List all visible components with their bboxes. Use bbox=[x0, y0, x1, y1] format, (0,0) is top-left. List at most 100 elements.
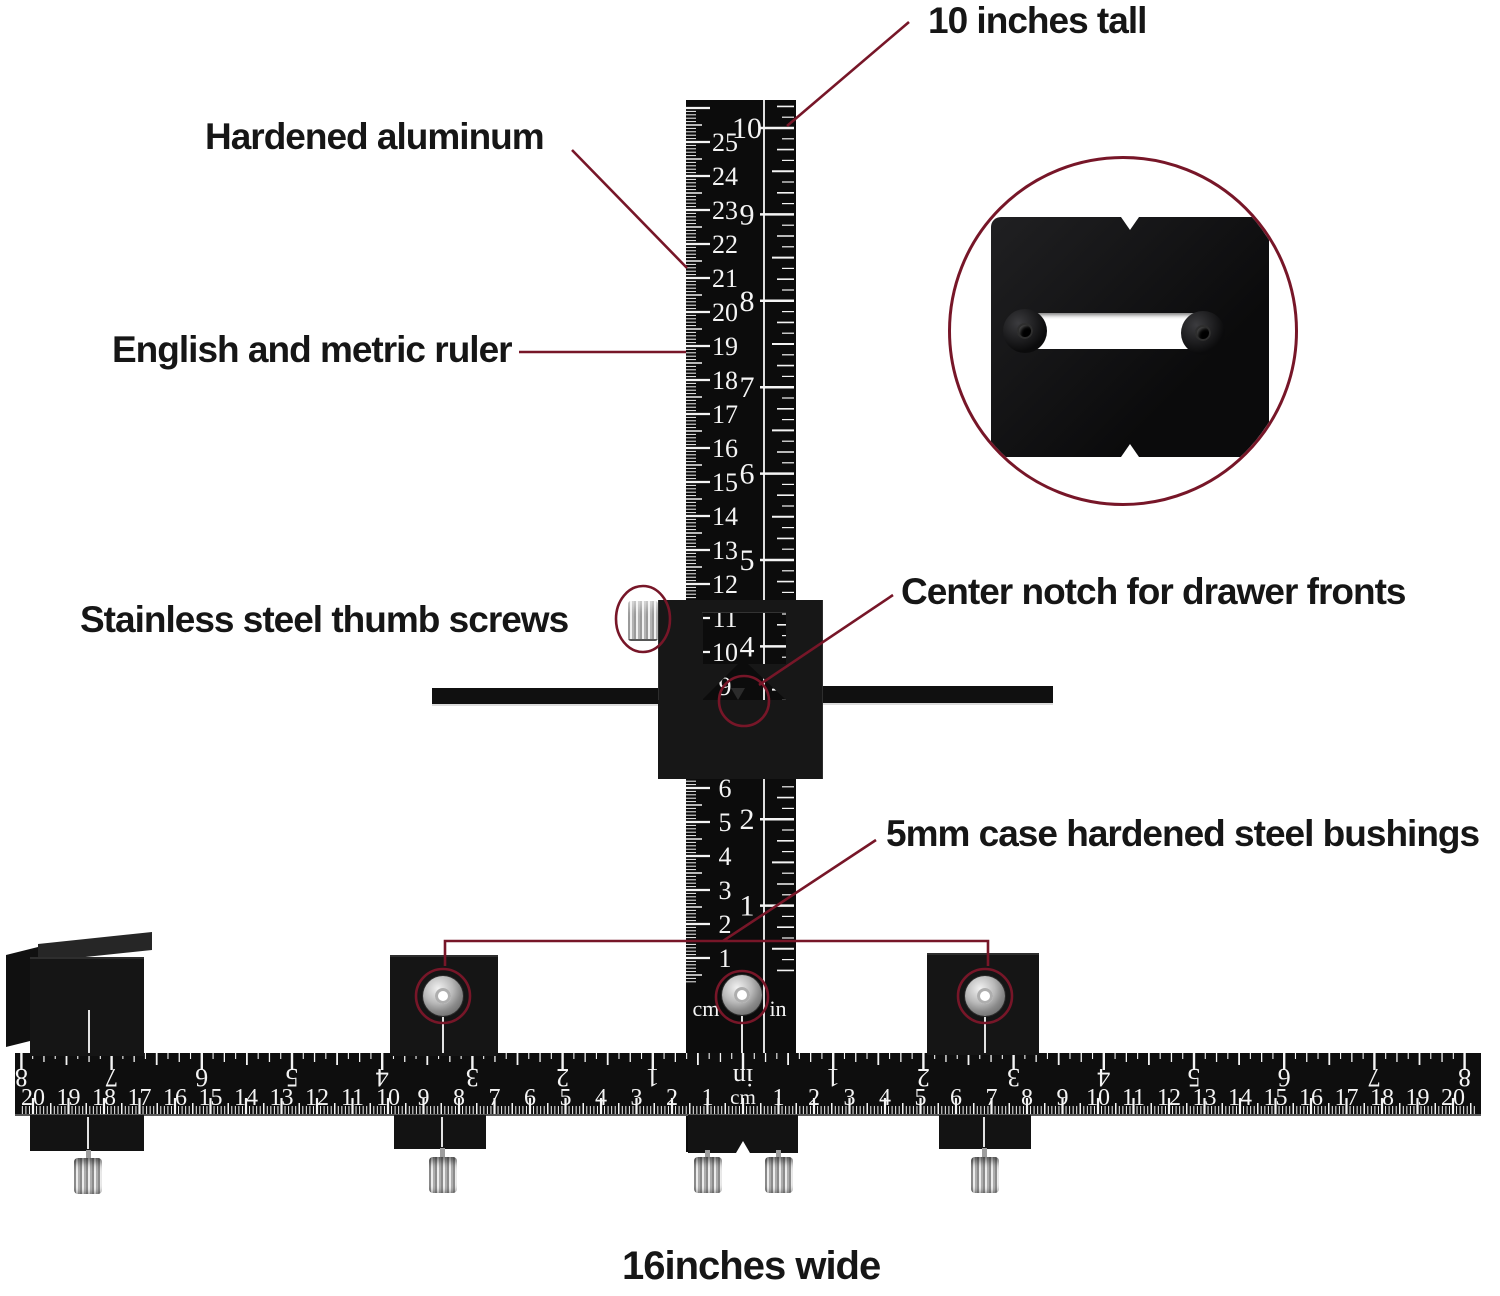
leader-material bbox=[571, 149, 688, 269]
index-line bbox=[88, 1010, 90, 1053]
svg-text:6: 6 bbox=[195, 1063, 208, 1092]
screw-stem bbox=[440, 1148, 445, 1157]
index-line bbox=[741, 1016, 743, 1053]
svg-text:2: 2 bbox=[719, 910, 732, 939]
screw-stem bbox=[705, 1150, 710, 1159]
svg-text:9: 9 bbox=[740, 198, 755, 231]
svg-text:1: 1 bbox=[827, 1063, 840, 1092]
detail-inset-circle bbox=[948, 156, 1298, 506]
svg-text:1: 1 bbox=[719, 944, 732, 973]
svg-text:8: 8 bbox=[740, 285, 755, 318]
svg-text:4: 4 bbox=[719, 842, 732, 871]
label-bushings: 5mm case hardened steel bushings bbox=[886, 813, 1480, 854]
svg-text:5: 5 bbox=[286, 1063, 299, 1092]
svg-text:8: 8 bbox=[1458, 1063, 1471, 1092]
svg-text:1: 1 bbox=[740, 890, 755, 923]
left-bushing bbox=[423, 976, 463, 1016]
label-material: Hardened aluminum bbox=[205, 116, 545, 157]
svg-text:17: 17 bbox=[712, 400, 738, 429]
label-thumb-screws: Stainless steel thumb screws bbox=[80, 599, 569, 640]
svg-text:3: 3 bbox=[1007, 1063, 1020, 1092]
svg-text:3: 3 bbox=[719, 876, 732, 905]
label-width: 16inches wide bbox=[622, 1244, 881, 1288]
svg-text:4: 4 bbox=[376, 1063, 389, 1092]
svg-text:8: 8 bbox=[15, 1063, 28, 1092]
right-bushing bbox=[965, 976, 1005, 1016]
left-bushing-hole bbox=[435, 988, 451, 1004]
svg-text:5: 5 bbox=[1188, 1063, 1201, 1092]
svg-text:24: 24 bbox=[712, 162, 738, 191]
thumb-screw-side bbox=[628, 601, 658, 641]
svg-text:6: 6 bbox=[719, 774, 732, 803]
inset-notch-top bbox=[1121, 217, 1139, 230]
slider-block-bottom bbox=[658, 700, 822, 779]
svg-text:20: 20 bbox=[712, 298, 738, 327]
thumb-screw bbox=[971, 1157, 999, 1193]
svg-text:22: 22 bbox=[712, 230, 738, 259]
center-bushing bbox=[722, 975, 762, 1015]
svg-text:2: 2 bbox=[740, 803, 755, 836]
inset-screw-left-hole bbox=[1017, 323, 1033, 339]
screw-stem bbox=[776, 1150, 781, 1159]
label-height: 10 inches tall bbox=[928, 0, 1147, 41]
svg-text:15: 15 bbox=[712, 468, 738, 497]
index-line bbox=[441, 1117, 443, 1147]
svg-text:23: 23 bbox=[712, 196, 738, 225]
svg-text:7: 7 bbox=[105, 1063, 118, 1092]
svg-text:18: 18 bbox=[712, 366, 738, 395]
svg-text:4: 4 bbox=[740, 630, 755, 663]
slider-block-top bbox=[702, 600, 786, 613]
index-line bbox=[87, 1117, 89, 1149]
inset-screw-right bbox=[1181, 311, 1225, 355]
svg-text:3: 3 bbox=[466, 1063, 479, 1092]
right-lower-block bbox=[939, 1115, 1031, 1149]
left-lower-block bbox=[394, 1115, 486, 1149]
center-notch-marker bbox=[731, 688, 745, 700]
index-line bbox=[983, 1117, 985, 1147]
svg-text:in: in bbox=[769, 996, 786, 1021]
svg-text:2: 2 bbox=[556, 1063, 569, 1092]
center-lower-notch bbox=[736, 1141, 750, 1153]
inset-slot bbox=[1033, 313, 1201, 349]
index-line bbox=[984, 1014, 986, 1053]
drawer-wing-right bbox=[822, 686, 1053, 705]
thumb-screw bbox=[429, 1157, 457, 1193]
thumb-screw bbox=[765, 1157, 793, 1193]
svg-text:7: 7 bbox=[740, 371, 755, 404]
svg-text:cm: cm bbox=[693, 996, 720, 1021]
inset-notch-bottom bbox=[1121, 444, 1139, 457]
screw-stem bbox=[86, 1150, 91, 1159]
thumb-screw bbox=[74, 1158, 102, 1194]
inset-screw-left bbox=[1003, 309, 1047, 353]
svg-text:2: 2 bbox=[917, 1063, 930, 1092]
center-bushing-hole bbox=[734, 987, 750, 1003]
screw-stem bbox=[982, 1148, 987, 1157]
svg-text:10: 10 bbox=[712, 638, 738, 667]
svg-text:5: 5 bbox=[740, 544, 755, 577]
slider-funnel-right bbox=[748, 664, 786, 700]
leader-height bbox=[786, 21, 910, 127]
svg-text:19: 19 bbox=[712, 332, 738, 361]
right-bushing-hole bbox=[977, 988, 993, 1004]
svg-text:5: 5 bbox=[719, 808, 732, 837]
svg-text:21: 21 bbox=[712, 264, 738, 293]
thumb-screw bbox=[694, 1157, 722, 1193]
svg-text:6: 6 bbox=[740, 458, 755, 491]
svg-text:16: 16 bbox=[712, 434, 738, 463]
label-center-notch: Center notch for drawer fronts bbox=[901, 571, 1406, 612]
svg-text:1: 1 bbox=[646, 1063, 659, 1092]
svg-text:12: 12 bbox=[712, 570, 738, 599]
svg-text:14: 14 bbox=[712, 502, 738, 531]
inset-screw-right-hole bbox=[1195, 325, 1211, 341]
svg-text:6: 6 bbox=[1278, 1063, 1291, 1092]
index-line bbox=[442, 1016, 444, 1053]
svg-text:13: 13 bbox=[712, 536, 738, 565]
edge-stop-block bbox=[30, 957, 144, 1056]
svg-text:7: 7 bbox=[1368, 1063, 1381, 1092]
drawer-wing-left bbox=[432, 688, 658, 706]
svg-text:25: 25 bbox=[712, 128, 738, 157]
svg-text:4: 4 bbox=[1097, 1063, 1110, 1092]
